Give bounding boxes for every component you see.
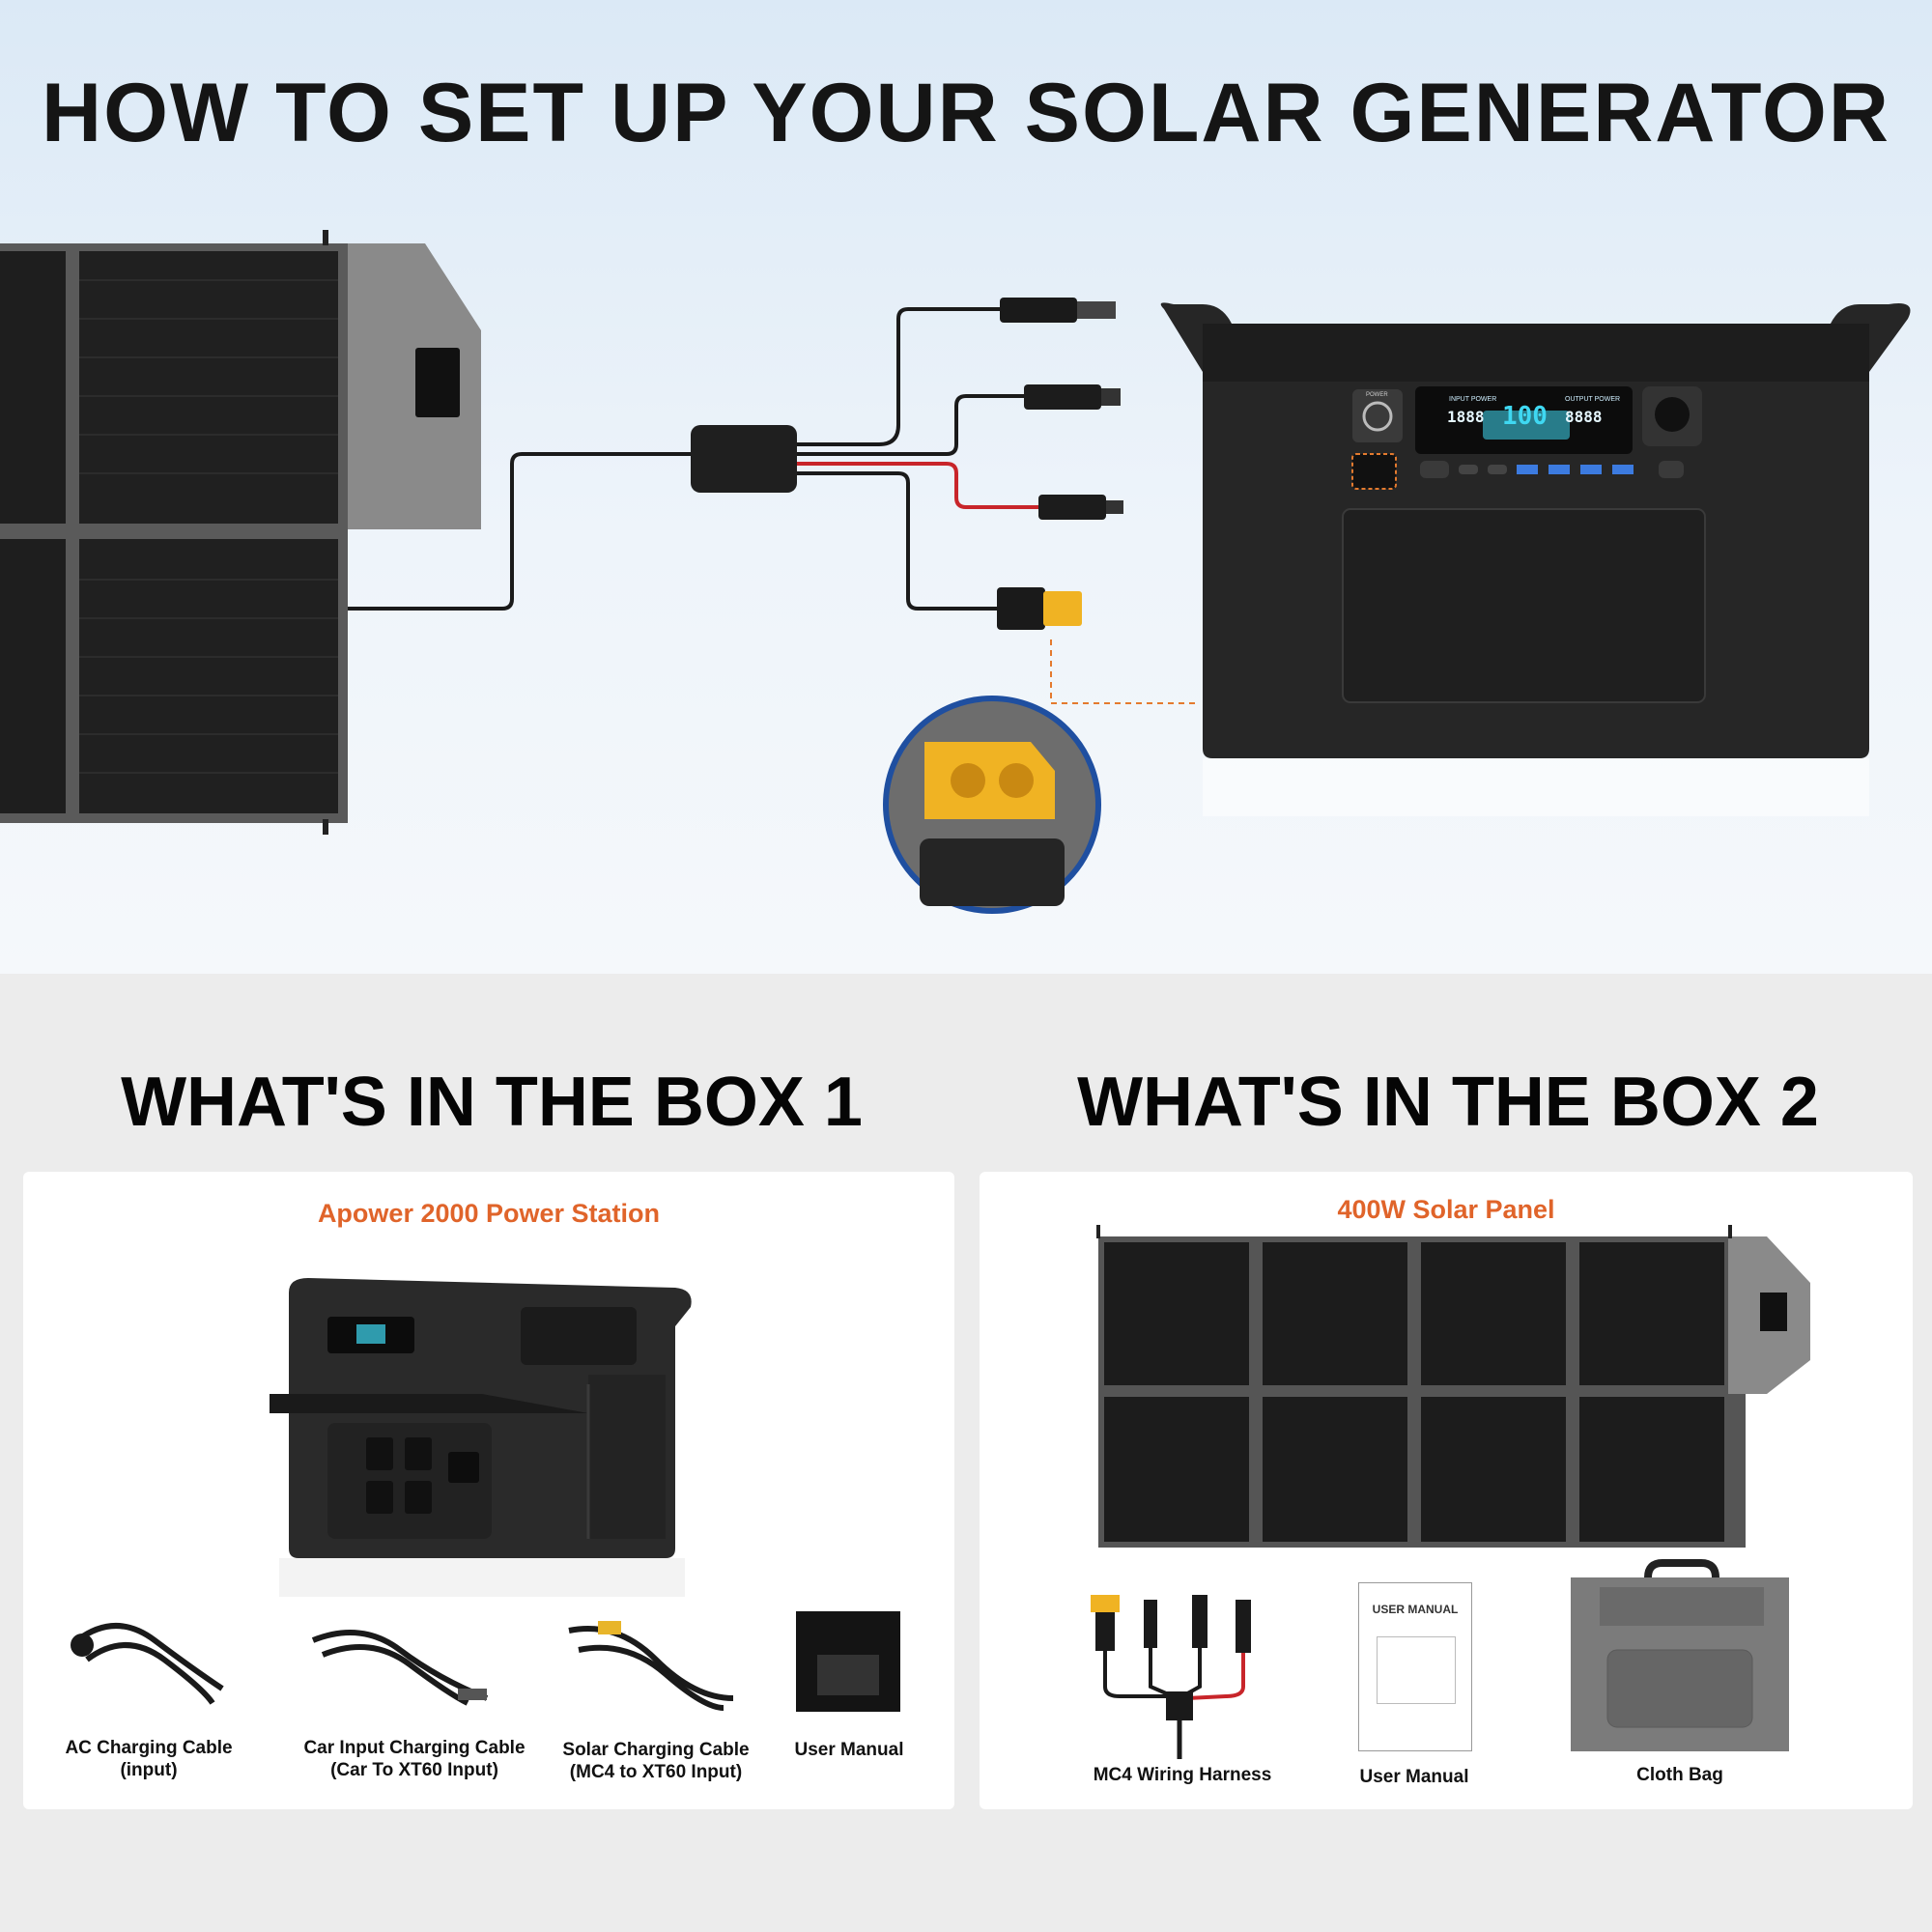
user-manual-cover-title: USER MANUAL <box>1372 1603 1459 1616</box>
cloth-bag-icon <box>1571 1559 1789 1751</box>
lcd-output-label: OUTPUT POWER <box>1565 396 1621 403</box>
cloth-bag-caption: Cloth Bag <box>1636 1765 1723 1785</box>
page-title: HOW TO SET UP YOUR SOLAR GENERATOR <box>41 67 1891 159</box>
ac-charging-cable-icon <box>71 1623 224 1705</box>
solar-cable-caption: Solar Charging Cable(MC4 to XT60 Input) <box>562 1740 750 1782</box>
lcd-percent-value: 100 <box>1502 402 1548 431</box>
lcd-input-value: 1888 <box>1447 408 1485 426</box>
lcd-input-label: INPUT POWER <box>1449 396 1497 403</box>
box1-card: Apower 2000 Power Station AC Charging Ca… <box>23 1172 954 1809</box>
solar-panel-illustration <box>0 230 481 835</box>
power-button <box>1352 389 1403 442</box>
ac-cable-caption: AC Charging Cable(input) <box>65 1738 233 1780</box>
box2-product-title: 400W Solar Panel <box>1337 1195 1555 1224</box>
box1-heading: WHAT'S IN THE BOX 1 <box>121 1064 863 1141</box>
xt60-zoom-detail <box>883 696 1101 914</box>
car-charging-cable-icon <box>311 1630 489 1706</box>
user-manual-icon <box>796 1611 900 1712</box>
wiring-harness-diagram <box>348 298 1198 704</box>
mc4-harness-caption: MC4 Wiring Harness <box>1093 1765 1272 1785</box>
mc4-connector-female <box>1038 495 1106 520</box>
mc4-connector-male <box>1024 384 1101 410</box>
solar-charging-cable-icon <box>568 1621 734 1711</box>
xt60-connector <box>997 587 1045 630</box>
power-station-front <box>1160 302 1911 816</box>
power-label: POWER <box>1366 392 1388 398</box>
manual-caption: User Manual <box>794 1740 904 1760</box>
lcd-output-value: 8888 <box>1565 408 1603 426</box>
car-cable-caption: Car Input Charging Cable(Car To XT60 Inp… <box>303 1738 526 1780</box>
box1-product-title: Apower 2000 Power Station <box>317 1199 661 1228</box>
box2-heading: WHAT'S IN THE BOX 2 <box>1077 1064 1819 1141</box>
manual2-caption: User Manual <box>1359 1767 1469 1787</box>
solar-panel-full-illustration <box>1096 1225 1810 1548</box>
user-manual-booklet: USER MANUAL <box>1358 1582 1472 1751</box>
power-station-illustration <box>270 1278 692 1597</box>
box2-card: 400W Solar Panel USER MANUAL <box>980 1172 1913 1809</box>
mc4-wiring-harness-icon <box>1091 1595 1251 1759</box>
dc-plug <box>1000 298 1077 323</box>
setup-section: HOW TO SET UP YOUR SOLAR GENERATOR <box>0 0 1932 974</box>
y-splitter <box>691 425 797 493</box>
